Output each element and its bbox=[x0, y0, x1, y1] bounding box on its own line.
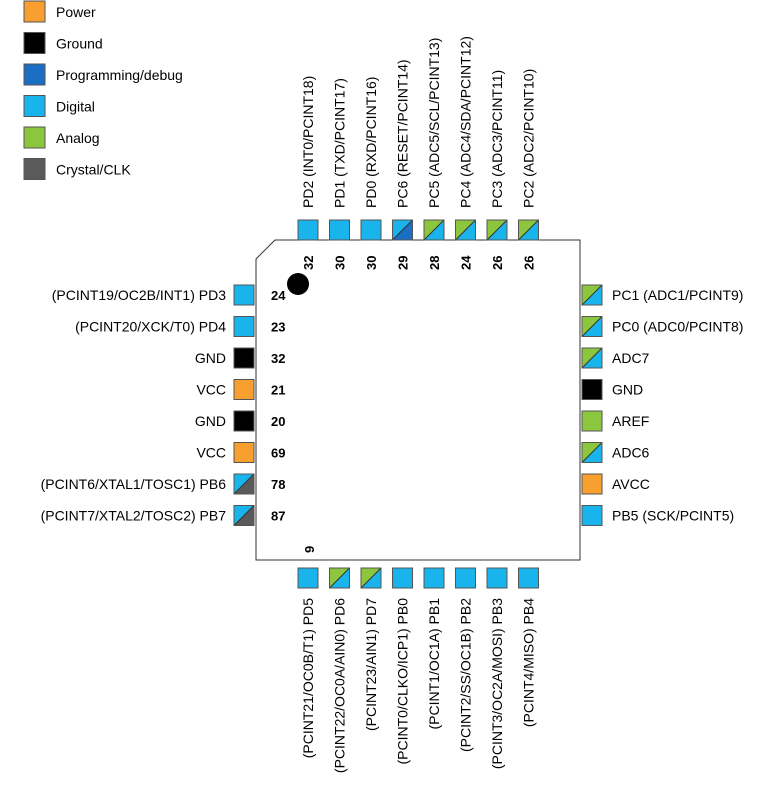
pin-top-label: PD2 (INT0/PCINT18) bbox=[300, 76, 316, 208]
pin-top-label: PC5 (ADC5/SCL/PCINT13) bbox=[426, 38, 442, 208]
pin-left-2 bbox=[233, 347, 255, 369]
pin-bottom-label: (PCINT1/OC1A) PB1 bbox=[426, 598, 442, 730]
pin-bottom-0 bbox=[297, 567, 319, 589]
legend-label-digital: Digital bbox=[56, 99, 95, 115]
pin-top-3 bbox=[392, 219, 413, 241]
pin-top-label: PC4 (ADC4/SDA/PCINT12) bbox=[458, 36, 474, 208]
legend-swatch-analog bbox=[23, 126, 46, 149]
pin-top-1 bbox=[329, 219, 350, 241]
pin-top-0 bbox=[297, 219, 319, 241]
pin-bottom-5 bbox=[455, 567, 476, 589]
pin-left-4 bbox=[233, 410, 255, 432]
pin-right-label: ADC7 bbox=[612, 350, 650, 366]
pin-left-3 bbox=[233, 379, 255, 400]
pin-left-label: VCC bbox=[196, 382, 226, 398]
pin-right-7 bbox=[581, 505, 603, 526]
pin-right-label: ADC6 bbox=[612, 445, 650, 461]
legend-label-analog: Analog bbox=[56, 130, 100, 146]
pin-top-label: PD1 (TXD/PCINT17) bbox=[332, 78, 348, 208]
pin-right-5 bbox=[581, 442, 603, 463]
pin-top-label: PD0 (RXD/PCINT16) bbox=[363, 77, 379, 208]
pin-right-label: AREF bbox=[612, 413, 649, 429]
pin-top-number: 28 bbox=[427, 256, 442, 270]
pin-right-3 bbox=[581, 379, 603, 400]
pin-right-label: PB5 (SCK/PCINT5) bbox=[612, 508, 734, 524]
pin-left-number: 21 bbox=[271, 383, 285, 398]
legend-label-programming: Programming/debug bbox=[56, 67, 183, 83]
legend-swatch-power bbox=[23, 0, 46, 23]
pin-left-number: 32 bbox=[271, 351, 285, 366]
pin-top-number: 24 bbox=[459, 255, 474, 270]
pin-left-label: (PCINT19/OC2B/INT1) PD3 bbox=[52, 287, 226, 303]
pin-left-number: 20 bbox=[271, 414, 285, 429]
pin-bottom-label: (PCINT23/AIN1) PD7 bbox=[363, 598, 379, 731]
pin-left-label: VCC bbox=[196, 445, 226, 461]
pin-bottom-4 bbox=[423, 567, 445, 589]
pin-top-number: 29 bbox=[396, 256, 411, 270]
pin-top-number: 32 bbox=[301, 256, 316, 270]
pin-right-label: PC1 (ADC1/PCINT9) bbox=[612, 287, 743, 303]
pin-top-number: 30 bbox=[333, 256, 348, 270]
pin-top-label: PC2 (ADC2/PCINT10) bbox=[521, 69, 537, 208]
pin-right-label: AVCC bbox=[612, 476, 650, 492]
pin-right-0 bbox=[581, 284, 603, 306]
pin-left-number: 69 bbox=[271, 446, 285, 461]
legend-label-power: Power bbox=[56, 4, 96, 20]
pin-left-7 bbox=[233, 505, 255, 526]
pin-bottom-label: (PCINT21/OC0B/T1) PD5 bbox=[300, 598, 316, 758]
pin-bottom-label: (PCINT4/MISO) PB4 bbox=[521, 598, 537, 727]
pin-right-6 bbox=[581, 473, 603, 495]
pin-left-number: 87 bbox=[271, 509, 285, 524]
legend: PowerGroundProgramming/debugDigitalAnalo… bbox=[23, 0, 183, 180]
pin-top-5 bbox=[455, 219, 476, 241]
pin-top-4 bbox=[423, 219, 445, 241]
pin-top-label: PC6 (RESET/PCINT14) bbox=[395, 59, 411, 208]
pin-bottom-label: (PCINT22/OC0A/AIN0) PD6 bbox=[332, 598, 348, 773]
pin-bottom-1 bbox=[329, 567, 350, 589]
pin-left-number: 23 bbox=[271, 320, 285, 335]
pin-bottom-label: (PCINT0/CLKO/ICP1) PB0 bbox=[395, 598, 411, 765]
pin-left-label: GND bbox=[195, 350, 226, 366]
pin-left-0 bbox=[233, 284, 255, 306]
pin1-marker-dot bbox=[287, 273, 309, 295]
pin-right-1 bbox=[581, 316, 603, 337]
pin-top-number: 26 bbox=[522, 256, 537, 270]
legend-swatch-crystal bbox=[23, 158, 46, 180]
pin-left-label: (PCINT6/XTAL1/TOSC1) PB6 bbox=[41, 476, 227, 492]
pin-bottom-label: (PCINT2/SS/OC1B) PB2 bbox=[458, 598, 474, 752]
legend-label-ground: Ground bbox=[56, 36, 103, 52]
legend-swatch-ground bbox=[23, 32, 46, 54]
pin-bottom-2 bbox=[360, 567, 382, 589]
pin-top-number: 26 bbox=[490, 256, 505, 270]
pin-left-label: (PCINT7/XTAL2/TOSC2) PB7 bbox=[41, 508, 227, 524]
pin-bottom-7 bbox=[518, 567, 539, 589]
pin-left-label: GND bbox=[195, 413, 226, 429]
pin-top-label: PC3 (ADC3/PCINT11) bbox=[489, 70, 505, 208]
pin-left-5 bbox=[233, 442, 255, 463]
pin-right-2 bbox=[581, 347, 603, 369]
legend-label-crystal: Crystal/CLK bbox=[56, 162, 131, 178]
pin-top-7 bbox=[518, 219, 539, 241]
pin-right-label: GND bbox=[612, 382, 643, 398]
legend-swatch-digital bbox=[23, 95, 46, 117]
pin-bottom-3 bbox=[392, 567, 413, 589]
pin-left-number: 24 bbox=[271, 288, 286, 303]
pin-left-label: (PCINT20/XCK/T0) PD4 bbox=[75, 319, 226, 335]
pin-top-number: 30 bbox=[364, 256, 379, 270]
pin-left-number: 78 bbox=[271, 477, 285, 492]
pin-bottom-6 bbox=[486, 567, 508, 589]
bottom-pin-number: 9 bbox=[302, 546, 317, 553]
legend-swatch-programming bbox=[23, 63, 46, 86]
pin-top-2 bbox=[360, 219, 382, 241]
pin-right-4 bbox=[581, 410, 603, 432]
pin-top-6 bbox=[486, 219, 508, 241]
pin-right-label: PC0 (ADC0/PCINT8) bbox=[612, 319, 743, 335]
pin-left-6 bbox=[233, 473, 255, 495]
pin-left-1 bbox=[233, 316, 255, 337]
pin-bottom-label: (PCINT3/OC2A/MOSI) PB3 bbox=[489, 598, 505, 769]
